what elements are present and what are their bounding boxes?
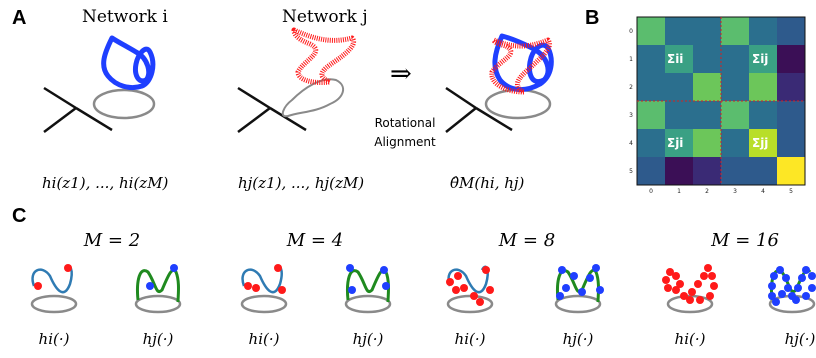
heatmap-y-tick: 3	[629, 112, 633, 119]
heatmap-cell	[665, 45, 693, 73]
heatmap-cell	[637, 17, 665, 45]
heatmap-cell	[637, 157, 665, 185]
group-m8-hi-label: hi(·)	[455, 330, 486, 348]
heatmap-cell	[777, 45, 805, 73]
block-label-sigma-ji: Σji	[667, 136, 683, 150]
group-m8-hi	[446, 265, 494, 314]
heatmap-cell	[777, 73, 805, 101]
group-m2-hj	[134, 264, 182, 314]
heatmap-x-tick: 1	[677, 188, 681, 195]
group-m2-hi	[30, 264, 78, 314]
heatmap-cell	[777, 129, 805, 157]
heatmap-cell	[749, 101, 777, 129]
heatmap-cell	[721, 17, 749, 45]
heatmap-cell	[777, 157, 805, 185]
heatmap	[637, 17, 805, 185]
heatmap-y-tick: 1	[629, 56, 633, 63]
group-m4-hj	[344, 264, 392, 314]
heatmap-cell	[637, 73, 665, 101]
heatmap-x-tick: 4	[761, 188, 765, 195]
alignment-label-line2: Alignment	[374, 135, 436, 149]
group-m2-hi-label: hi(·)	[39, 330, 70, 348]
heatmap-cell	[777, 17, 805, 45]
group-m8-label: M = 8	[498, 230, 555, 251]
network-j-title: Network j	[282, 7, 368, 27]
group-m2-label: M = 2	[83, 230, 140, 251]
aligned-curve-i	[492, 33, 554, 92]
heatmap-cell	[693, 157, 721, 185]
aligned-base-ellipse	[484, 88, 552, 120]
alignment-arrow: ⇒	[390, 59, 412, 89]
heatmap-cell	[665, 157, 693, 185]
group-m16-hi	[662, 264, 718, 314]
heatmap-cell	[721, 129, 749, 157]
heatmap-cell	[637, 101, 665, 129]
heatmap-cell	[721, 45, 749, 73]
heatmap-cell	[693, 73, 721, 101]
heatmap-cell	[693, 17, 721, 45]
heatmap-cell	[721, 101, 749, 129]
heatmap-y-tick: 5	[629, 168, 633, 175]
group-m4-hj-label: hj(·)	[353, 330, 384, 348]
formula-theta: θ̂M(hi, hj)	[450, 174, 525, 192]
heatmap-x-tick: 5	[789, 188, 793, 195]
alignment-label-line1: Rotational	[375, 116, 436, 130]
heatmap-cell	[665, 17, 693, 45]
heatmap-cell	[749, 17, 777, 45]
panel-c-label: C	[12, 205, 26, 227]
group-m4-label: M = 4	[286, 230, 343, 251]
network-i-curve	[101, 35, 156, 91]
heatmap-cell	[721, 73, 749, 101]
heatmap-cell	[693, 45, 721, 73]
block-label-sigma-ij: Σij	[752, 52, 768, 66]
heatmap-x-tick: 0	[649, 188, 653, 195]
group-m4-hi-label: hi(·)	[249, 330, 280, 348]
panel-a-label: A	[12, 7, 26, 29]
formula-hj: hj(z1), ..., hj(zM)	[238, 174, 364, 192]
heatmap-cell	[749, 129, 777, 157]
heatmap-cell	[749, 45, 777, 73]
block-label-sigma-ii: Σii	[667, 52, 683, 66]
heatmap-cell	[693, 101, 721, 129]
network-i-title: Network i	[82, 7, 168, 27]
heatmap-y-tick: 4	[629, 140, 633, 147]
block-label-sigma-jj: Σjj	[752, 136, 768, 150]
group-m16-label: M = 16	[710, 230, 779, 251]
group-m16-hi-label: hi(·)	[675, 330, 706, 348]
heatmap-cell	[777, 101, 805, 129]
network-i-base-ellipse	[92, 88, 156, 120]
heatmap-cell	[693, 129, 721, 157]
heatmap-x-tick: 3	[733, 188, 737, 195]
aligned-axes	[445, 86, 513, 133]
heatmap-cell	[749, 157, 777, 185]
heatmap-cell	[749, 73, 777, 101]
group-m16-hj-label: hj(·)	[785, 330, 816, 348]
group-m16-hj	[768, 266, 816, 314]
network-j-axes	[237, 86, 307, 133]
heatmap-block-dividers	[637, 17, 805, 185]
group-m8-hj-label: hj(·)	[563, 330, 594, 348]
heatmap-cell	[721, 157, 749, 185]
heatmap-cell	[637, 45, 665, 73]
group-m8-hj	[554, 264, 604, 314]
heatmap-ticks: 0 0 1 1 2 2 3 3 4 4 5 5	[629, 28, 793, 195]
heatmap-cell	[637, 129, 665, 157]
heatmap-cell	[665, 129, 693, 157]
network-j-curve	[291, 27, 356, 85]
formula-hi: hi(z1), ..., hi(zM)	[42, 174, 169, 192]
heatmap-cell	[665, 73, 693, 101]
panel-b-label: B	[585, 7, 599, 29]
heatmap-y-tick: 0	[629, 28, 633, 35]
aligned-curve-j	[489, 37, 552, 95]
heatmap-y-tick: 2	[629, 84, 633, 91]
group-m2-hj-label: hj(·)	[143, 330, 174, 348]
heatmap-x-tick: 2	[705, 188, 709, 195]
heatmap-cell	[665, 101, 693, 129]
network-j-shadow-curve	[281, 78, 345, 118]
group-m4-hi	[240, 264, 288, 314]
network-i-axes	[43, 86, 113, 133]
